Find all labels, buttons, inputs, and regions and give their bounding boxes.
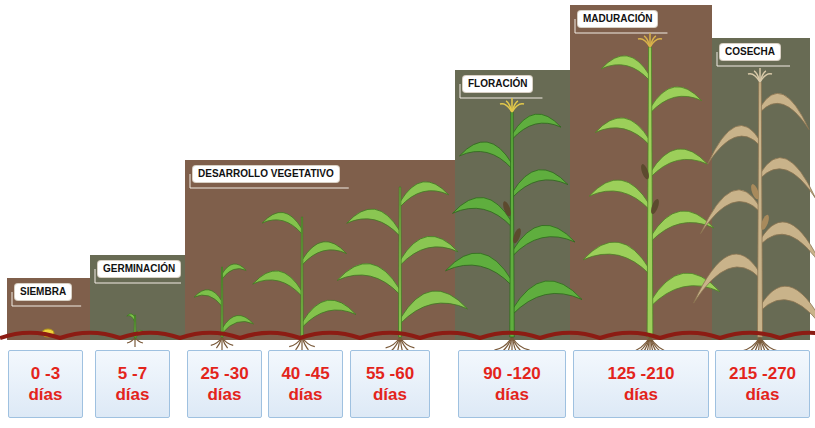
day-range-box: 90 -120 días	[458, 350, 566, 418]
day-range: 90 -120 días	[476, 363, 549, 405]
maize-plant	[583, 33, 720, 363]
day-range-box: 55 -60 días	[350, 350, 430, 418]
day-range-box: 5 -7 días	[95, 350, 170, 418]
stage-panels	[7, 5, 810, 340]
day-range-box: 0 -3 días	[8, 350, 83, 418]
stage-heading: COSECHA	[720, 44, 780, 60]
stage-panel: DESARROLLO VEGETATIVO	[185, 160, 455, 340]
stage-panel: FLORACIÓN	[455, 70, 570, 340]
panel-ground	[570, 5, 712, 340]
stage-heading: DESARROLLO VEGETATIVO	[193, 166, 339, 182]
day-range: 25 -30 días	[192, 363, 258, 405]
stage-heading: MADURACIÓN	[578, 11, 657, 27]
day-range-box: 215 -270 días	[715, 350, 810, 418]
stage-heading: SIEMBRA	[15, 284, 71, 300]
day-range: 0 -3 días	[20, 363, 72, 405]
stage-panel: GERMINACIÓN	[90, 255, 185, 340]
panel-ground	[90, 255, 185, 340]
day-range: 40 -45 días	[273, 363, 339, 405]
day-range: 125 -210 días	[601, 363, 681, 405]
panel-ground	[7, 278, 90, 340]
day-range-box: 40 -45 días	[268, 350, 343, 418]
day-range: 55 -60 días	[357, 363, 423, 405]
maize-plant	[446, 98, 583, 359]
day-range-box: 25 -30 días	[187, 350, 262, 418]
day-range: 5 -7 días	[107, 363, 159, 405]
maize-plants	[42, 33, 815, 363]
ground-line	[0, 333, 815, 338]
stage-heading: GERMINACIÓN	[98, 261, 180, 277]
day-range-box: 125 -210 días	[573, 350, 709, 418]
day-range: 215 -270 días	[723, 363, 803, 405]
stage-panel: MADURACIÓN	[570, 5, 712, 340]
stage-heading: FLORACIÓN	[463, 76, 532, 92]
stage-panel: SIEMBRA	[7, 278, 90, 340]
maize-plant	[127, 314, 145, 347]
maize-plant	[694, 68, 815, 360]
stage-panel: COSECHA	[712, 38, 810, 340]
